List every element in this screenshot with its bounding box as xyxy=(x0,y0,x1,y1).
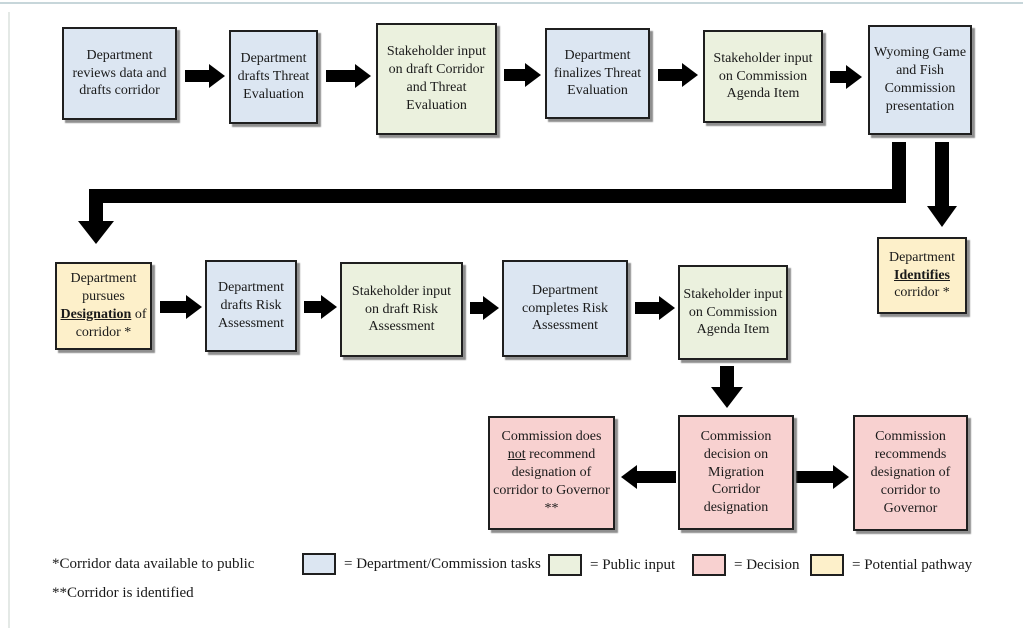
arrow-presentation-to-identify-head xyxy=(927,206,957,227)
arrow-stakeholder-to-finalize xyxy=(504,63,541,87)
legend-item-decision: = Decision xyxy=(692,554,800,576)
box-stakeholder-input-risk-assessment: Stakeholder input on draft Risk Assessme… xyxy=(340,262,463,357)
arrow-review-to-draft-threat xyxy=(185,64,225,88)
arrow-agenda-to-presentation xyxy=(830,65,862,89)
box-text: Department pursues Designation of corrid… xyxy=(60,271,147,340)
arrow-decision-to-recommend xyxy=(796,465,849,489)
box-text: Department reviews data and drafts corri… xyxy=(72,47,167,99)
footnote-corridor-data-public: *Corridor data available to public xyxy=(52,556,255,572)
box-commission-presentation: Wyoming Game and Fish Commission present… xyxy=(868,25,972,135)
box-text: Stakeholder input on Commission Agenda I… xyxy=(713,50,813,102)
box-text: Department completes Risk Assessment xyxy=(522,282,608,334)
arrow-agenda2-to-decision xyxy=(711,366,743,408)
legend-swatch-decision xyxy=(692,554,726,576)
footnote-corridor-identified: **Corridor is identified xyxy=(52,585,194,601)
box-department-identifies-corridor: Department Identifies corridor * xyxy=(877,237,967,314)
box-stakeholder-input-agenda-1: Stakeholder input on Commission Agenda I… xyxy=(703,30,823,123)
arrow-presentation-to-pursue-head xyxy=(78,221,114,244)
legend-swatch-public-input xyxy=(548,554,582,576)
slide-left-border xyxy=(8,12,10,628)
arrow-complete-risk-to-agenda2 xyxy=(635,296,675,320)
legend-label-potential-pathway: = Potential pathway xyxy=(852,556,973,573)
arrow-stakeholder-risk-to-complete-risk xyxy=(470,296,499,320)
box-department-drafts-threat-evaluation: Department drafts Threat Evaluation xyxy=(229,30,318,124)
box-department-finalizes-threat-evaluation: Department finalizes Threat Evaluation xyxy=(545,28,650,119)
box-commission-decision: Commission decision on Migration Corrido… xyxy=(678,415,794,530)
box-text: Department finalizes Threat Evaluation xyxy=(553,47,642,99)
legend-label-public-input: = Public input xyxy=(590,556,676,573)
arrow-draft-threat-to-stakeholder xyxy=(326,64,371,88)
arrow-pursue-to-draft-risk xyxy=(160,295,202,319)
box-text: Stakeholder input on draft Risk Assessme… xyxy=(351,283,452,335)
box-text: Commission recommends designation of cor… xyxy=(870,429,951,516)
arrow-decision-to-not-recommend xyxy=(621,465,676,489)
arrow-presentation-to-pursue-elbow xyxy=(89,142,906,222)
arrow-finalize-to-agenda xyxy=(658,63,698,87)
box-stakeholder-input-agenda-2: Stakeholder input on Commission Agenda I… xyxy=(678,265,788,360)
box-department-completes-risk-assessment: Department completes Risk Assessment xyxy=(502,260,628,357)
box-text: Commission decision on Migration Corrido… xyxy=(700,428,772,516)
box-text: Department Identifies corridor * xyxy=(888,249,956,301)
box-commission-recommends: Commission recommends designation of cor… xyxy=(853,415,968,531)
slide-top-border xyxy=(0,2,1023,4)
box-text: Stakeholder input on Commission Agenda I… xyxy=(683,286,783,338)
box-text: Commission does not recommend designatio… xyxy=(493,429,610,516)
legend-label-decision: = Decision xyxy=(734,556,800,573)
legend-item-public-input: = Public input xyxy=(548,554,675,576)
legend-swatch-tasks xyxy=(302,553,336,575)
box-commission-does-not-recommend: Commission does not recommend designatio… xyxy=(488,416,615,530)
box-text: Department drafts Threat Evaluation xyxy=(237,51,310,102)
arrow-presentation-to-identify-bar xyxy=(935,142,949,206)
box-department-reviews-data: Department reviews data and drafts corri… xyxy=(62,27,177,120)
box-stakeholder-input-corridor-threat: Stakeholder input on draft Corridor and … xyxy=(376,23,497,135)
box-text: Stakeholder input on draft Corridor and … xyxy=(386,44,487,113)
box-text: Department drafts Risk Assessment xyxy=(217,280,285,331)
box-department-drafts-risk-assessment: Department drafts Risk Assessment xyxy=(205,260,297,352)
legend-item-tasks: = Department/Commission tasks xyxy=(302,553,541,575)
box-text: Wyoming Game and Fish Commission present… xyxy=(873,45,967,114)
box-department-pursues-designation: Department pursues Designation of corrid… xyxy=(55,262,152,350)
legend-swatch-potential-pathway xyxy=(810,554,844,576)
arrow-draft-risk-to-stakeholder-risk xyxy=(304,295,337,319)
legend-item-potential-pathway: = Potential pathway xyxy=(810,554,972,576)
legend-label-tasks: = Department/Commission tasks xyxy=(344,555,541,572)
